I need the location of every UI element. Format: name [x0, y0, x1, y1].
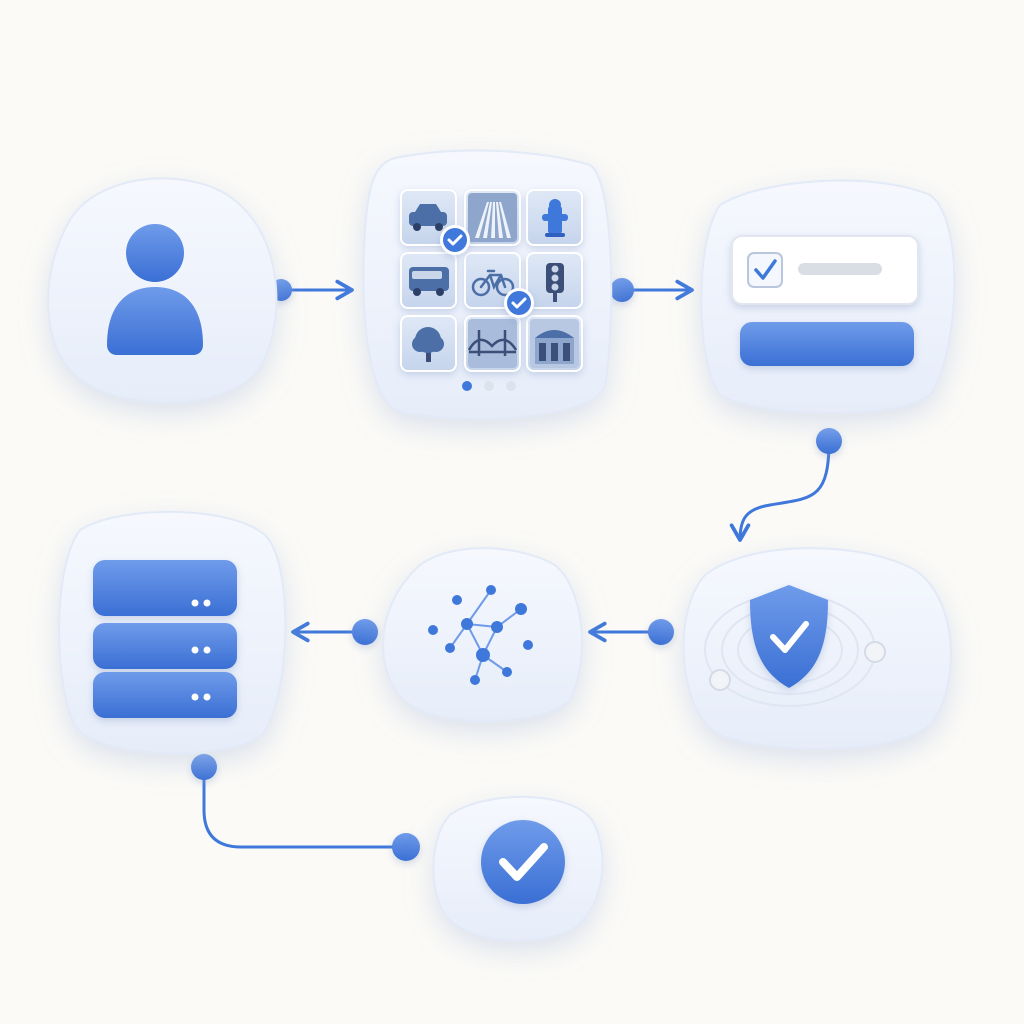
- fire-hydrant-icon: [542, 199, 568, 237]
- server-stack-icon: [93, 560, 237, 718]
- bus-icon: [409, 267, 449, 296]
- checkbox-icon[interactable]: [747, 252, 783, 288]
- server-unit: [93, 672, 237, 718]
- label-placeholder-bar: [798, 263, 882, 275]
- server-database-node: [58, 510, 287, 755]
- connector-server-to-verified: [191, 754, 420, 861]
- captcha-tile[interactable]: [400, 252, 457, 309]
- bridge-icon: [467, 319, 518, 368]
- captcha-tile[interactable]: [400, 315, 457, 372]
- connector-shield-to-network: [588, 619, 674, 645]
- orbit-dot: [709, 669, 731, 691]
- connector-captcha-to-form: [610, 278, 694, 302]
- network-graph-icon: [428, 585, 533, 685]
- captcha-tile[interactable]: [464, 315, 521, 372]
- user-node: [47, 177, 278, 404]
- selected-check-icon: [440, 225, 470, 255]
- network-analysis-node: [382, 547, 583, 723]
- server-unit: [93, 623, 237, 669]
- pager-dot[interactable]: [484, 381, 494, 391]
- image-grid-icon: [400, 189, 583, 372]
- shield-verify-node: [682, 547, 952, 750]
- image-captcha-node: [362, 149, 613, 420]
- captcha-tile[interactable]: [526, 252, 583, 309]
- crosswalk-icon: [468, 193, 517, 242]
- selected-check-icon: [504, 288, 534, 318]
- connector-network-to-server: [291, 619, 378, 645]
- captcha-tile[interactable]: [464, 252, 521, 309]
- bicycle-icon: [471, 269, 515, 297]
- server-unit: [93, 560, 237, 616]
- captcha-pager: [462, 381, 516, 391]
- shield-check-icon: [750, 585, 828, 688]
- tree-icon: [412, 327, 444, 362]
- check-circle-icon: [481, 820, 565, 904]
- connector-form-to-shield: [729, 428, 842, 542]
- user-icon: [107, 224, 203, 355]
- captcha-tile[interactable]: [526, 315, 583, 372]
- orbit-dot: [864, 641, 886, 663]
- pager-dot[interactable]: [462, 381, 472, 391]
- connector-user-to-captcha: [270, 279, 354, 301]
- captcha-tile[interactable]: [464, 189, 521, 246]
- car-icon: [409, 204, 447, 231]
- checkbox-form-node: [700, 179, 956, 414]
- storefront-icon: [530, 319, 579, 368]
- verified-node: [432, 795, 604, 942]
- captcha-tile[interactable]: [400, 189, 457, 246]
- captcha-tile[interactable]: [526, 189, 583, 246]
- traffic-light-icon: [546, 263, 564, 302]
- pager-dot[interactable]: [506, 381, 516, 391]
- submit-button[interactable]: [740, 322, 914, 366]
